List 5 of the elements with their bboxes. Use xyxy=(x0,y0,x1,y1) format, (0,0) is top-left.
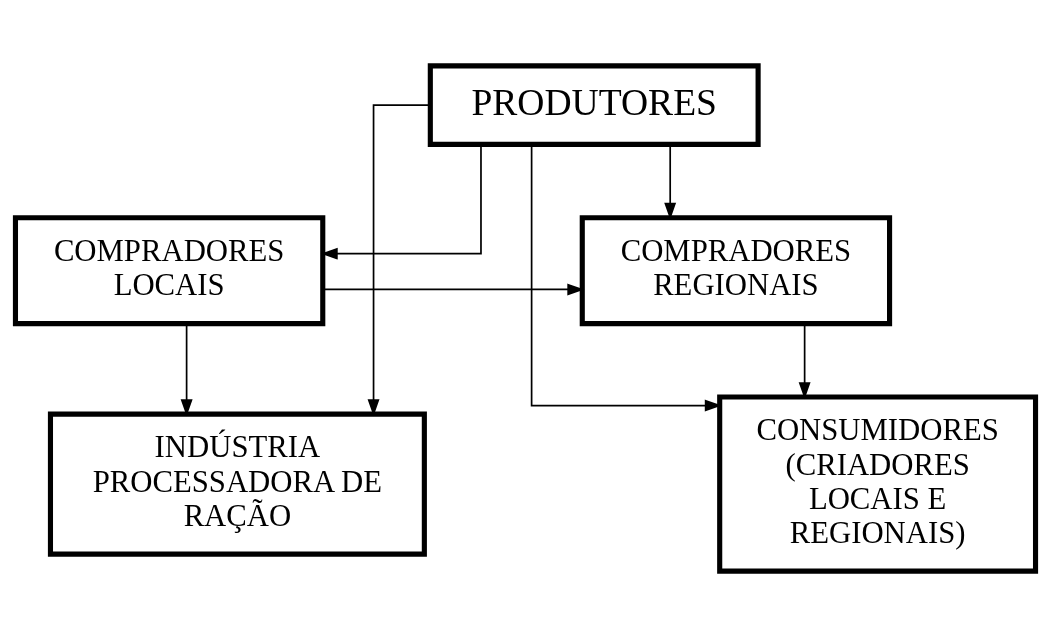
node-box: COMPRADORES LOCAIS xyxy=(12,214,326,326)
node-box: COMPRADORES REGIONAIS xyxy=(579,214,893,326)
node-box: CONSUMIDORES (CRIADORES LOCAIS E REGIONAIS) xyxy=(717,393,1039,574)
node-box: PRODUTORES xyxy=(427,62,761,147)
node-box: INDÚSTRIA PROCESSADORA DE RAÇÃO xyxy=(47,411,427,557)
